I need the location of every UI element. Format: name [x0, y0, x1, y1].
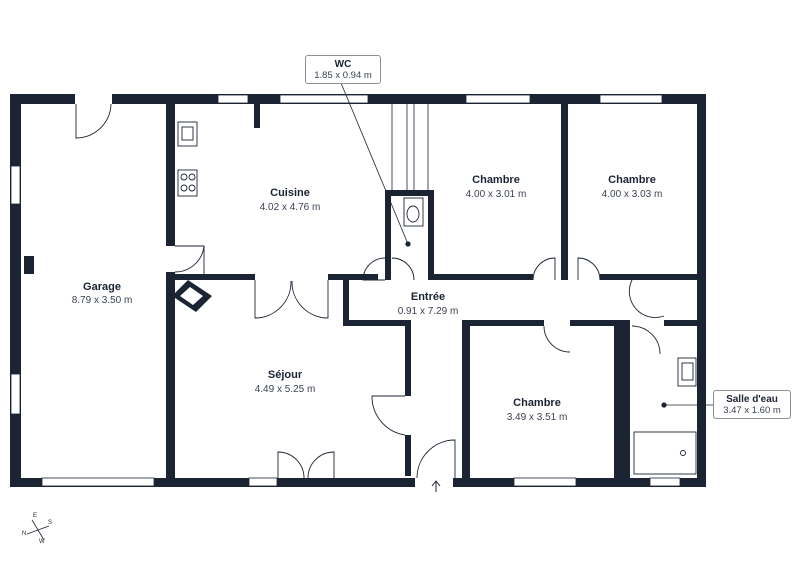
room-name-entree: Entrée	[410, 291, 446, 303]
room-dims-garage: 8.79 x 3.50 m	[71, 295, 133, 306]
callout-wc-name: WC	[334, 59, 352, 70]
fireplace	[172, 280, 212, 312]
compass: E S N W	[22, 512, 62, 552]
room-dims-sejour: 4.49 x 5.25 m	[254, 384, 316, 395]
room-name-garage: Garage	[83, 281, 121, 293]
callout-leaders	[340, 82, 713, 408]
room-name-cuisine: Cuisine	[270, 187, 310, 199]
room-name-chambre-2: Chambre	[608, 174, 656, 186]
fixtures	[177, 121, 697, 475]
compass-n: N	[22, 531, 27, 537]
callout-salle-eau-dims: 3.47 x 1.60 m	[723, 405, 781, 416]
callout-wc-dims: 1.85 x 0.94 m	[314, 70, 372, 81]
callout-salle-eau: Salle d'eau 3.47 x 1.60 m	[713, 390, 791, 419]
compass-s: S	[48, 520, 53, 526]
compass-w: W	[39, 539, 45, 545]
room-dims-chambre-2: 4.00 x 3.03 m	[601, 189, 663, 200]
room-dims-chambre-1: 4.00 x 3.01 m	[465, 189, 527, 200]
door-swings	[75, 103, 665, 479]
compass-rose-icon	[26, 519, 50, 541]
room-dims-chambre-3: 3.49 x 3.51 m	[506, 412, 568, 423]
room-dims-entree: 0.91 x 7.29 m	[397, 306, 459, 317]
windows	[10, 94, 681, 487]
room-name-sejour: Séjour	[267, 369, 303, 381]
entry-arrow	[431, 480, 441, 492]
door-openings	[75, 93, 453, 488]
callout-wc: WC 1.85 x 0.94 m	[305, 55, 381, 84]
callout-salle-eau-name: Salle d'eau	[726, 394, 778, 405]
room-name-chambre-1: Chambre	[472, 174, 520, 186]
corridor-lines	[391, 104, 429, 190]
room-dims-cuisine: 4.02 x 4.76 m	[259, 202, 321, 213]
room-name-chambre-3: Chambre	[513, 397, 561, 409]
compass-e: E	[33, 513, 38, 519]
